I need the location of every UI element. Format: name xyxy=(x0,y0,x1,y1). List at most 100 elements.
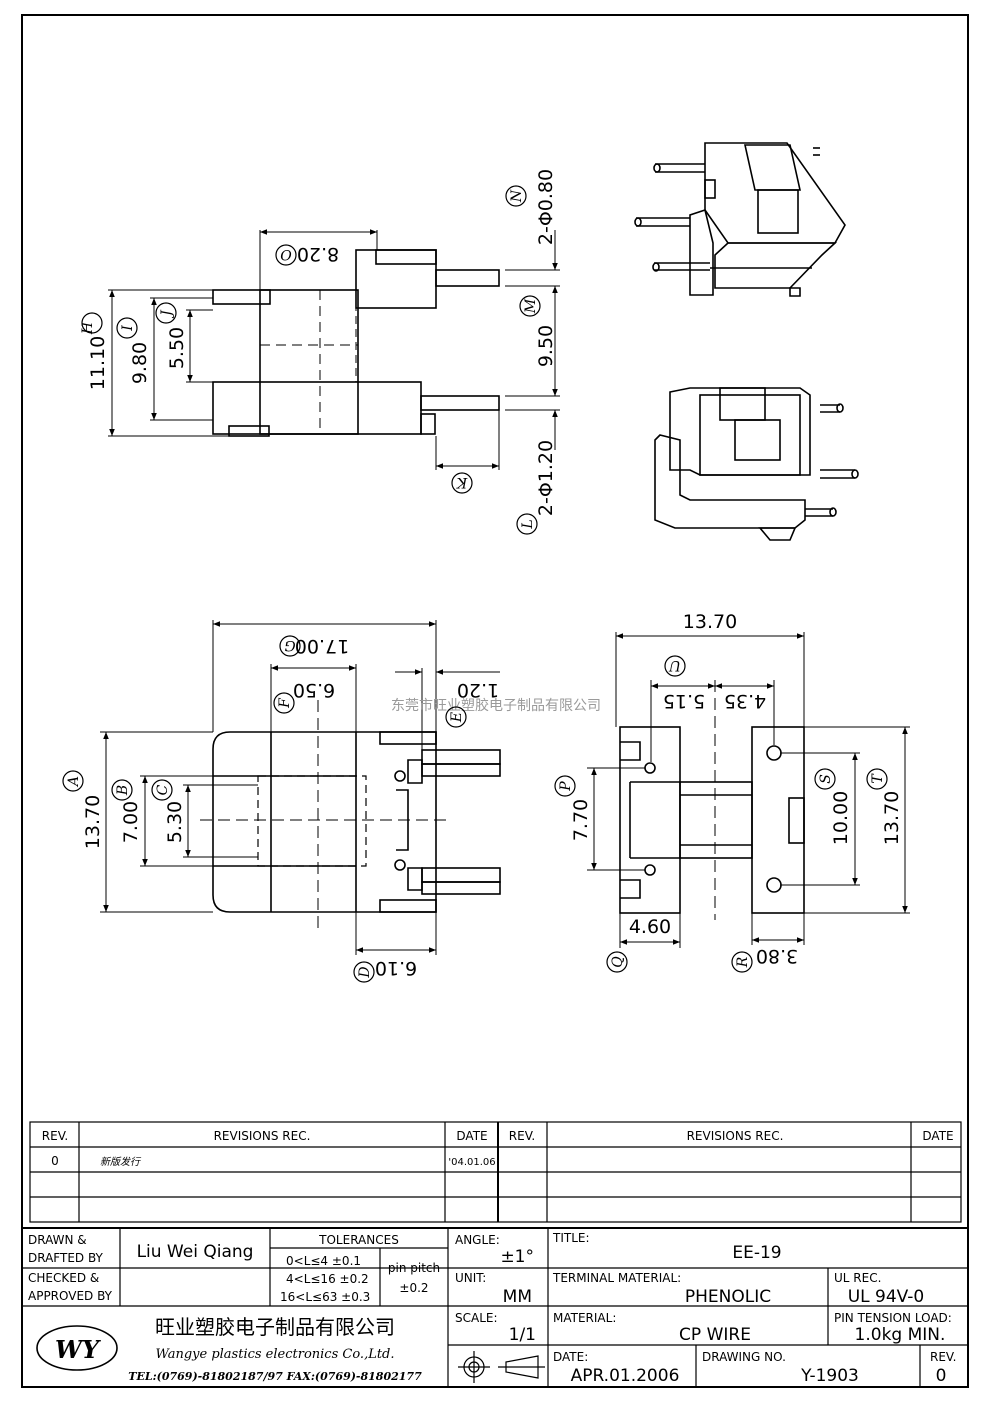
projection-symbol-icon xyxy=(458,1351,545,1383)
dim-17-00: 17.00 xyxy=(295,635,349,657)
dim-6-10: 6.10 xyxy=(375,957,417,979)
front-view xyxy=(200,700,501,930)
dim-4-35: 4.35 xyxy=(724,690,766,712)
dim-13-70-t: 13.70 xyxy=(881,791,903,845)
unit-label: UNIT: xyxy=(455,1271,486,1285)
rev-value: 0 xyxy=(936,1366,947,1386)
dim-5-15: 5.15 xyxy=(663,690,705,712)
revision-table-text: REV. REVISIONS REC. DATE REV. REVISIONS … xyxy=(42,1129,954,1168)
drawn-by-value: Liu Wei Qiang xyxy=(137,1242,254,1262)
company-logo: WY xyxy=(36,1325,118,1371)
tolerances-label: TOLERANCES xyxy=(318,1233,399,1247)
dim-9-80: 9.80 xyxy=(129,342,151,384)
revision-table xyxy=(29,1121,962,1223)
scale-label: SCALE: xyxy=(455,1311,498,1325)
dim-10-00: 10.00 xyxy=(830,791,852,845)
top-view-dimensions xyxy=(108,229,560,470)
company-name-cn: 旺业塑胶电子制品有限公司 xyxy=(155,1315,395,1339)
title-value: EE-19 xyxy=(732,1243,781,1263)
title-block xyxy=(21,1227,969,1388)
balloon-h: H xyxy=(80,321,96,335)
balloon-q: Q xyxy=(610,956,626,968)
ul-value: UL 94V-0 xyxy=(848,1287,925,1307)
checked-label: CHECKED & xyxy=(28,1271,99,1285)
date-label: DATE: xyxy=(553,1350,588,1364)
balloon-r: R xyxy=(735,956,751,968)
dim-1-20: 1.20 xyxy=(457,679,499,701)
rev-row-0-date: '04.01.06 xyxy=(448,1157,495,1168)
pin-tension-label: PIN TENSION LOAD: xyxy=(834,1311,952,1325)
balloon-g: G xyxy=(284,637,295,653)
balloons xyxy=(62,185,888,983)
balloon-t: T xyxy=(870,773,886,784)
title-block-labels: DRAWN & DRAFTED BY CHECKED & APPROVED BY… xyxy=(28,1231,956,1364)
rev-header-right: REV. xyxy=(509,1129,535,1143)
rev-row-0-rev: 0 xyxy=(51,1154,59,1168)
ul-label: UL REC. xyxy=(834,1271,881,1285)
balloon-j: J xyxy=(159,309,175,319)
balloon-s: S xyxy=(818,774,834,784)
company-name-en: Wangye plastics electronics Co.,Ltd. xyxy=(155,1347,394,1362)
isometric-view-upper xyxy=(634,142,846,297)
dim-7-70: 7.70 xyxy=(570,799,592,841)
unit-value: MM xyxy=(503,1287,532,1307)
drawn-label: DRAWN & xyxy=(28,1233,87,1247)
drafted-label: DRAFTED BY xyxy=(28,1251,104,1265)
pin-pitch-label: pin pitch xyxy=(388,1261,440,1275)
balloon-m: M xyxy=(523,298,539,314)
logo-text: WY xyxy=(55,1335,102,1364)
balloon-f: F xyxy=(277,697,293,709)
company-tel-fax: TEL:(0769)-81802187/97 FAX:(0769)-818021… xyxy=(128,1370,422,1383)
pin-tension-value: 1.0kg MIN. xyxy=(855,1325,946,1345)
balloon-letters: H I J O N M K L G F E A B C D U P S T Q … xyxy=(66,189,886,978)
tol-row-3: 16<L≤63 ±0.3 xyxy=(280,1290,370,1304)
top-view-dim-labels: 8.20 11.10 9.80 5.50 9.50 2-Φ0.80 2-Φ1.2… xyxy=(87,169,557,516)
dim-2-phi-0-80: 2-Φ0.80 xyxy=(535,169,557,245)
balloon-i: I xyxy=(120,325,136,332)
dim-3-80: 3.80 xyxy=(756,945,798,967)
terminal-value: PHENOLIC xyxy=(685,1287,771,1307)
date-header-left: DATE xyxy=(456,1129,487,1143)
angle-value: ±1° xyxy=(500,1247,534,1267)
tol-row-2: 4<L≤16 ±0.2 xyxy=(286,1272,369,1286)
balloon-p: P xyxy=(558,781,574,792)
side-view xyxy=(619,680,805,920)
balloon-n: N xyxy=(509,189,525,203)
drawing-no-label: DRAWING NO. xyxy=(702,1350,786,1364)
title-block-values: Liu Wei Qiang ±1° MM 1/1 EE-19 PHENOLIC … xyxy=(137,1242,947,1386)
rev-label: REV. xyxy=(930,1350,956,1364)
front-view-dim-labels: 17.00 6.50 1.20 13.70 7.00 5.30 6.10 xyxy=(82,635,499,979)
balloon-k: K xyxy=(455,474,468,490)
angle-label: ANGLE: xyxy=(455,1233,500,1247)
balloon-d: D xyxy=(357,966,373,978)
dim-5-50: 5.50 xyxy=(166,327,188,369)
balloon-e: E xyxy=(449,712,465,723)
balloon-l: L xyxy=(520,519,536,529)
side-view-dim-labels: 13.70 5.15 4.35 7.70 10.00 13.70 4.60 3.… xyxy=(570,611,903,967)
rec-header-right: REVISIONS REC. xyxy=(687,1129,784,1143)
pin-pitch-value: ±0.2 xyxy=(399,1281,428,1295)
dim-13-70-a: 13.70 xyxy=(82,795,104,849)
dim-13-70-top: 13.70 xyxy=(683,611,737,633)
balloon-u: U xyxy=(668,657,681,673)
dim-11-10: 11.10 xyxy=(87,336,109,390)
dim-5-30: 5.30 xyxy=(164,801,186,843)
approved-label: APPROVED BY xyxy=(28,1289,113,1303)
watermark: 东莞市旺业塑胶电子制品有限公司 xyxy=(391,697,601,714)
dim-2-phi-1-20: 2-Φ1.20 xyxy=(535,440,557,516)
scale-value: 1/1 xyxy=(509,1325,536,1345)
isometric-view-lower xyxy=(654,387,859,541)
dim-7-00: 7.00 xyxy=(120,801,142,843)
balloon-c: C xyxy=(155,784,171,795)
balloon-o: O xyxy=(280,246,292,262)
rev-row-0-rec: 新版发行 xyxy=(100,1156,142,1168)
tol-row-1: 0<L≤4 ±0.1 xyxy=(286,1254,361,1268)
balloon-a: A xyxy=(66,776,82,788)
rev-header-left: REV. xyxy=(42,1129,68,1143)
top-view xyxy=(212,249,500,437)
dim-8-20: 8.20 xyxy=(297,243,339,265)
material-label: MATERIAL: xyxy=(553,1311,616,1325)
title-label: TITLE: xyxy=(552,1231,590,1245)
dim-4-60: 4.60 xyxy=(629,916,671,938)
